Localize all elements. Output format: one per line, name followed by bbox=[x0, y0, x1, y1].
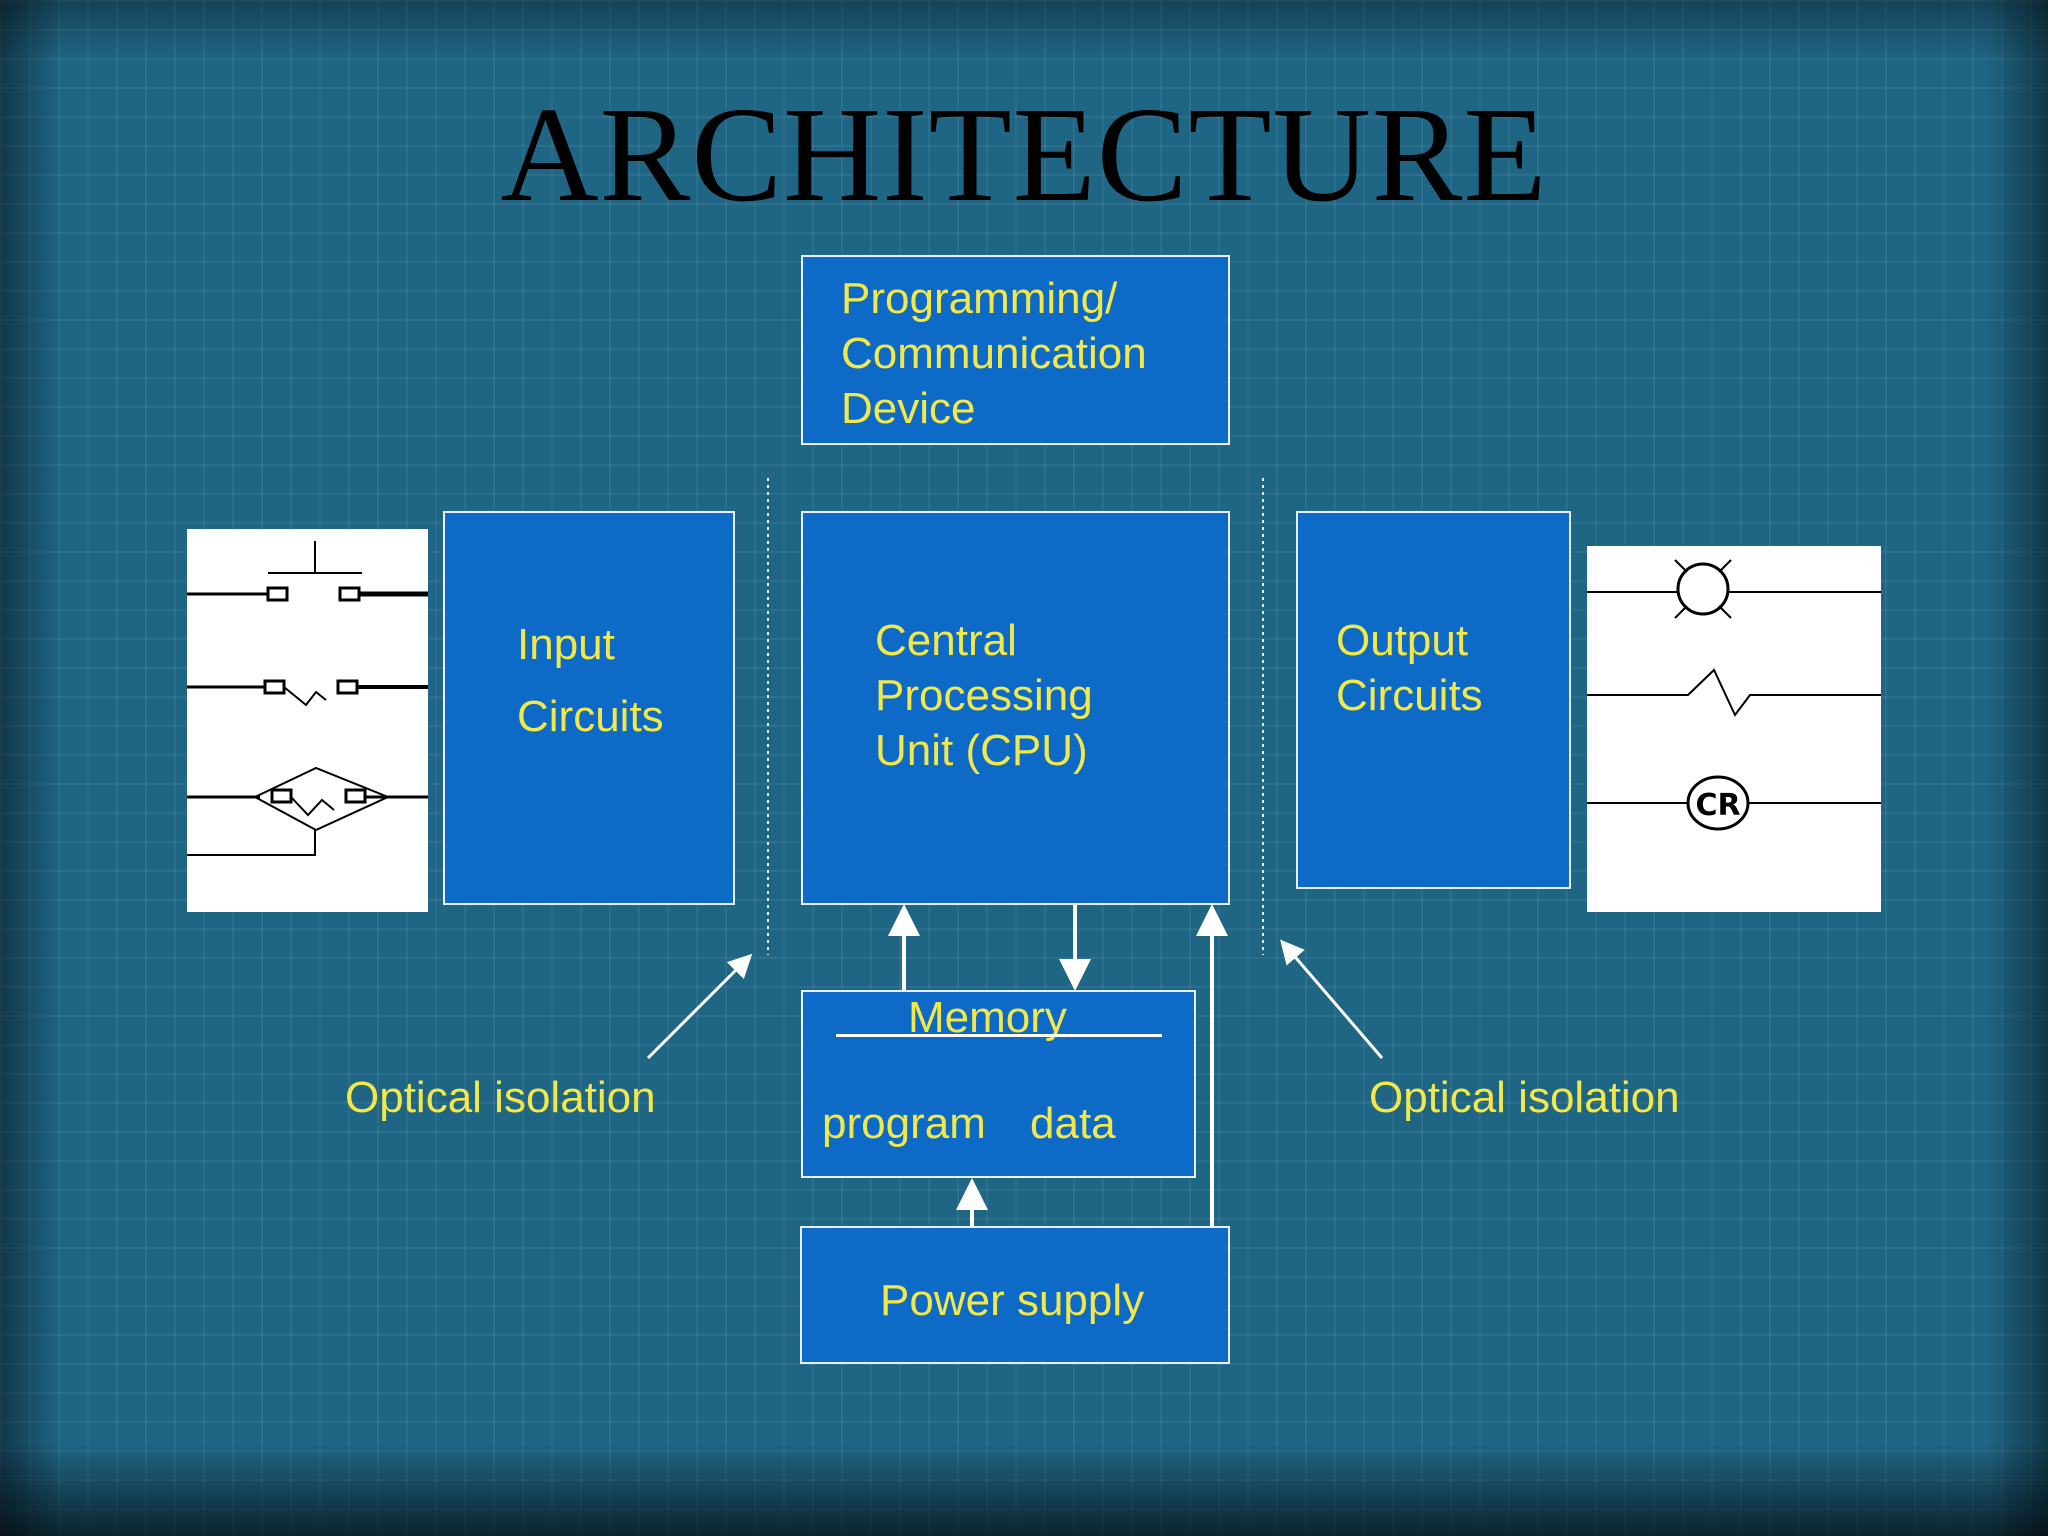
limit-switch-icon bbox=[187, 766, 428, 856]
relay-coil-icon: CR bbox=[1587, 775, 1881, 831]
heater-icon bbox=[1587, 668, 1881, 717]
optical-arrow-left bbox=[646, 953, 753, 1060]
selector-switch-icon bbox=[187, 679, 428, 707]
optical-arrow-right bbox=[1280, 939, 1384, 1059]
push-button-icon bbox=[187, 541, 428, 602]
relay-coil-label: CR bbox=[1695, 788, 1740, 823]
pilot-lamp-icon bbox=[1587, 559, 1881, 619]
